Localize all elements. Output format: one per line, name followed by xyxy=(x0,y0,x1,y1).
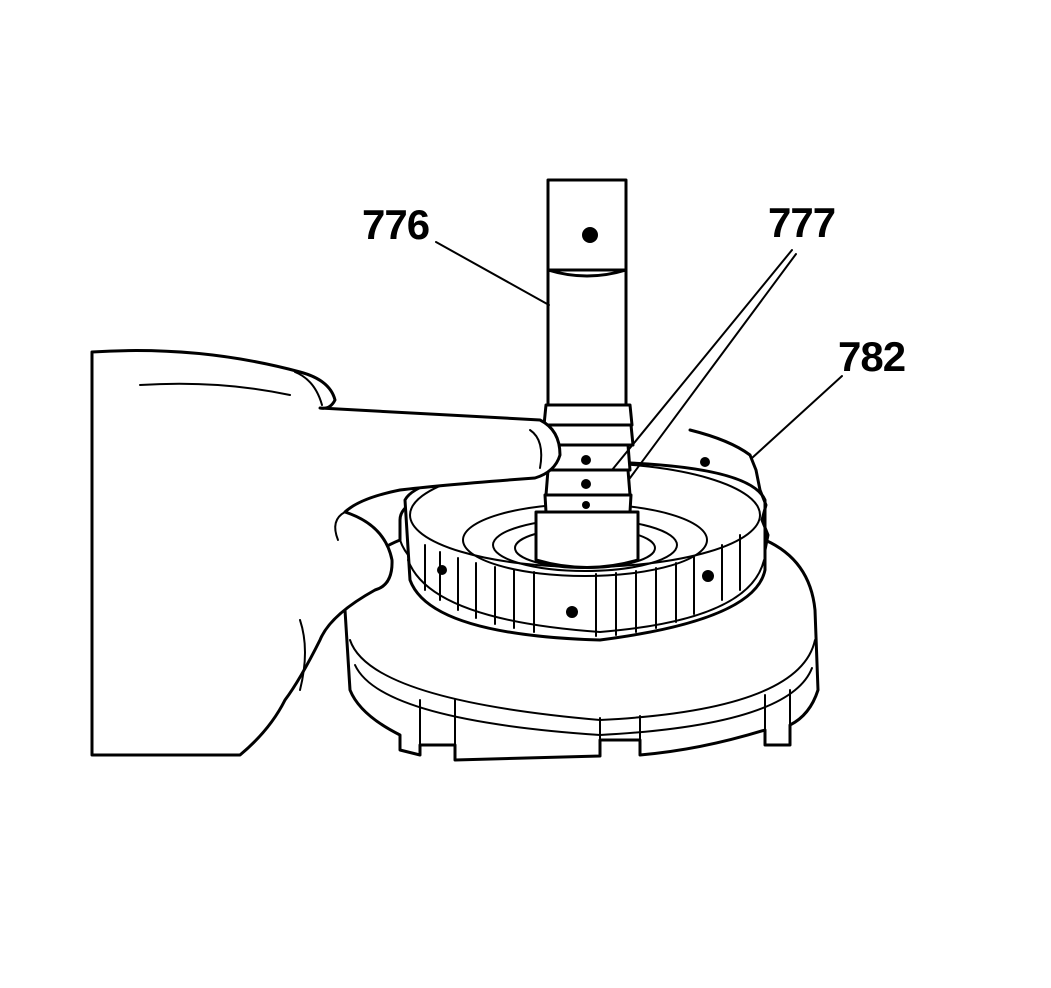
leader-782 xyxy=(751,375,843,459)
callout-776: 776 xyxy=(362,201,430,248)
leader-776 xyxy=(435,241,550,306)
shaft-collar xyxy=(534,510,640,569)
drum-hole xyxy=(566,606,578,618)
callout-782: 782 xyxy=(838,333,906,380)
tool-shaft xyxy=(534,178,640,569)
drum-hole xyxy=(437,565,447,575)
leader-777-b xyxy=(629,253,797,479)
drum-hole xyxy=(700,457,710,467)
drum-splines xyxy=(424,534,741,637)
callout-777: 777 xyxy=(768,199,836,246)
seal-ring-stack xyxy=(541,403,635,514)
hand xyxy=(90,349,562,757)
leader-777-a xyxy=(611,249,793,471)
shaft-hole xyxy=(582,227,598,243)
drum-hole xyxy=(702,570,714,582)
